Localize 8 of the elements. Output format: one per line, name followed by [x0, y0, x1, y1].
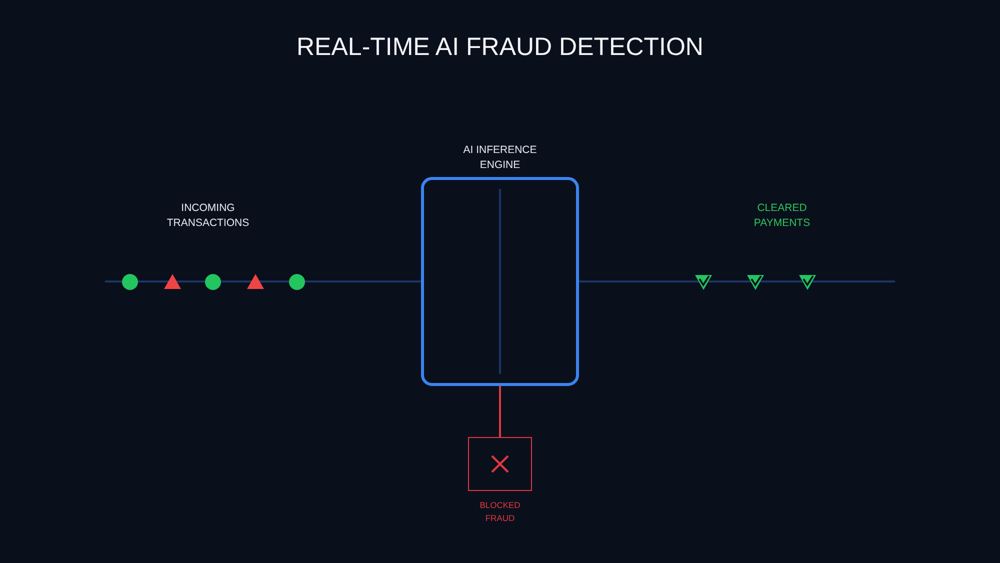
connector-line [499, 386, 501, 437]
node-label: BLOCKED FRAUD [478, 499, 522, 525]
title: REAL-TIME AI FRAUD DETECTION [296, 32, 704, 62]
section-label: INCOMING TRANSACTIONS [166, 201, 250, 231]
connector-line [579, 280, 895, 282]
section-label: CLEARED PAYMENTS [752, 201, 812, 231]
connector-line [105, 280, 421, 282]
node-label: AI INFERENCE ENGINE [462, 143, 538, 173]
